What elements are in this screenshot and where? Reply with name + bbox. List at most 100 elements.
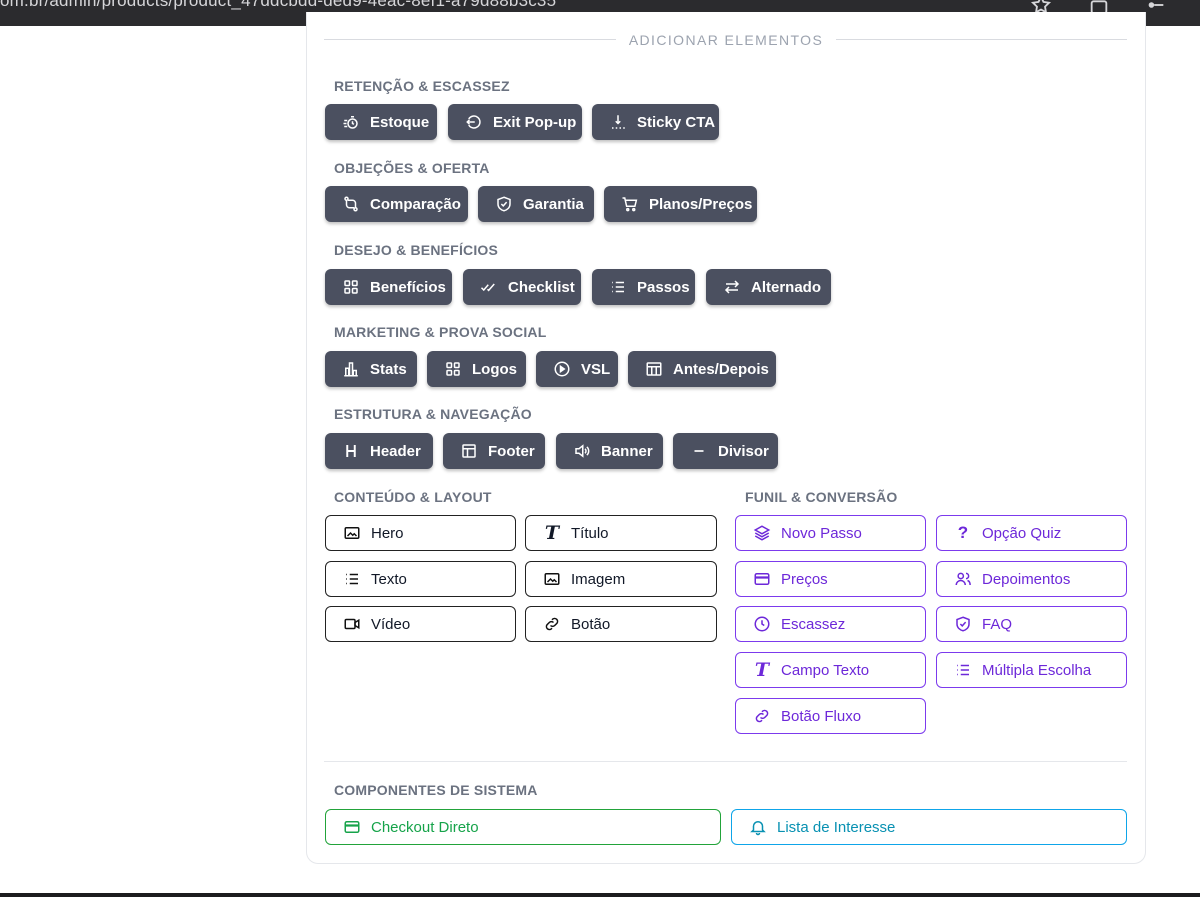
planos-precos-button[interactable]: Planos/Preços (604, 186, 757, 222)
garantia-button[interactable]: Garantia (478, 186, 594, 222)
speaker-icon (572, 441, 592, 461)
text-t-icon: T (754, 659, 770, 681)
titulo-label: Título (571, 524, 609, 542)
text-t-icon: T (544, 522, 560, 544)
link-icon (752, 706, 772, 726)
stats-button[interactable]: Stats (325, 351, 417, 387)
exit-icon (464, 112, 484, 132)
video-button[interactable]: Vídeo (325, 606, 516, 642)
list-icon (953, 660, 973, 680)
section-title-desejo: DESEJO & BENEFÍCIOS (334, 242, 499, 258)
logos-label: Logos (472, 360, 517, 378)
checklist-button[interactable]: Checklist (463, 269, 581, 305)
divider-right-line (836, 39, 1127, 40)
precos-button[interactable]: Preços (735, 561, 926, 597)
garantia-label: Garantia (523, 195, 584, 213)
beneficios-button[interactable]: Benefícios (325, 269, 452, 305)
campo-texto-label: Campo Texto (781, 661, 870, 679)
beneficios-label: Benefícios (370, 278, 446, 296)
video-camera-icon (342, 614, 362, 634)
footer-label: Footer (488, 442, 535, 460)
sticky-cta-label: Sticky CTA (637, 113, 716, 131)
lista-de-interesse-button[interactable]: Lista de Interesse (731, 809, 1127, 845)
git-compare-icon (341, 194, 361, 214)
comparacao-button[interactable]: Comparação (325, 186, 468, 222)
novo-passo-button[interactable]: Novo Passo (735, 515, 926, 551)
antes-depois-label: Antes/Depois (673, 360, 769, 378)
escassez-button[interactable]: Escassez (735, 606, 926, 642)
stopwatch-icon (341, 112, 361, 132)
lista-de-interesse-label: Lista de Interesse (777, 818, 896, 836)
escassez-label: Escassez (781, 615, 846, 633)
banner-button[interactable]: Banner (556, 433, 663, 469)
bookmark-star-icon[interactable] (1030, 0, 1052, 16)
layers-icon (752, 523, 772, 543)
campo-texto-button[interactable]: T Campo Texto (735, 652, 926, 688)
antes-depois-button[interactable]: Antes/Depois (628, 351, 776, 387)
section-separator (324, 761, 1127, 762)
exit-popup-button[interactable]: Exit Pop-up (448, 104, 582, 140)
titulo-button[interactable]: T Título (525, 515, 717, 551)
shield-check-icon (953, 614, 973, 634)
section-title-sistema: COMPONENTES DE SISTEMA (334, 782, 538, 798)
imagem-label: Imagem (571, 570, 626, 588)
header-button[interactable]: Header (325, 433, 433, 469)
profile-icon[interactable] (1145, 0, 1167, 16)
arrow-down-to-line-icon (608, 112, 628, 132)
botao-fluxo-button[interactable]: Botão Fluxo (735, 698, 926, 734)
faq-button[interactable]: FAQ (936, 606, 1127, 642)
window-bottom-edge (0, 893, 1200, 897)
passos-button[interactable]: Passos (592, 269, 695, 305)
planos-precos-label: Planos/Preços (649, 195, 753, 213)
depoimentos-label: Depoimentos (982, 570, 1071, 588)
divisor-button[interactable]: Divisor (673, 433, 778, 469)
list-icon (342, 569, 362, 589)
divider-left-line (324, 39, 616, 40)
credit-card-icon (342, 817, 362, 837)
list-icon (608, 277, 628, 297)
estoque-button[interactable]: Estoque (325, 104, 437, 140)
layout-icon (459, 441, 479, 461)
url-text[interactable]: om.br/admin/products/product_47ddcbdd-de… (0, 0, 557, 10)
opcao-quiz-button[interactable]: ? Opção Quiz (936, 515, 1127, 551)
alternado-label: Alternado (751, 278, 822, 296)
multipla-escolha-button[interactable]: Múltipla Escolha (936, 652, 1127, 688)
vsl-button[interactable]: VSL (536, 351, 618, 387)
section-title-objecoes: OBJEÇÕES & OFERTA (334, 160, 490, 176)
banner-label: Banner (601, 442, 653, 460)
multipla-escolha-label: Múltipla Escolha (982, 661, 1092, 679)
sticky-cta-button[interactable]: Sticky CTA (592, 104, 719, 140)
faq-label: FAQ (982, 615, 1013, 633)
shopping-cart-icon (620, 194, 640, 214)
imagem-button[interactable]: Imagem (525, 561, 717, 597)
arrows-left-right-icon (722, 277, 742, 297)
play-circle-icon (552, 359, 572, 379)
users-icon (953, 569, 973, 589)
section-title-marketing: MARKETING & PROVA SOCIAL (334, 324, 547, 340)
depoimentos-button[interactable]: Depoimentos (936, 561, 1127, 597)
grid-icon (443, 359, 463, 379)
alternado-button[interactable]: Alternado (706, 269, 831, 305)
stats-label: Stats (370, 360, 407, 378)
botao-button[interactable]: Botão (525, 606, 717, 642)
checkout-direto-button[interactable]: Checkout Direto (325, 809, 721, 845)
image-icon (542, 569, 562, 589)
botao-fluxo-label: Botão Fluxo (781, 707, 862, 725)
double-check-icon (479, 277, 499, 297)
vsl-label: VSL (581, 360, 611, 378)
texto-button[interactable]: Texto (325, 561, 516, 597)
bar-chart-icon (341, 359, 361, 379)
section-title-funil: FUNIL & CONVERSÃO (745, 489, 898, 505)
credit-card-icon (752, 569, 772, 589)
bell-icon (748, 817, 768, 837)
video-label: Vídeo (371, 615, 411, 633)
link-icon (542, 614, 562, 634)
logos-button[interactable]: Logos (427, 351, 526, 387)
passos-label: Passos (637, 278, 690, 296)
section-title-estrutura: ESTRUTURA & NAVEGAÇÃO (334, 406, 532, 422)
divisor-label: Divisor (718, 442, 769, 460)
footer-button[interactable]: Footer (443, 433, 545, 469)
hero-button[interactable]: Hero (325, 515, 516, 551)
hero-label: Hero (371, 524, 404, 542)
shield-check-icon (494, 194, 514, 214)
